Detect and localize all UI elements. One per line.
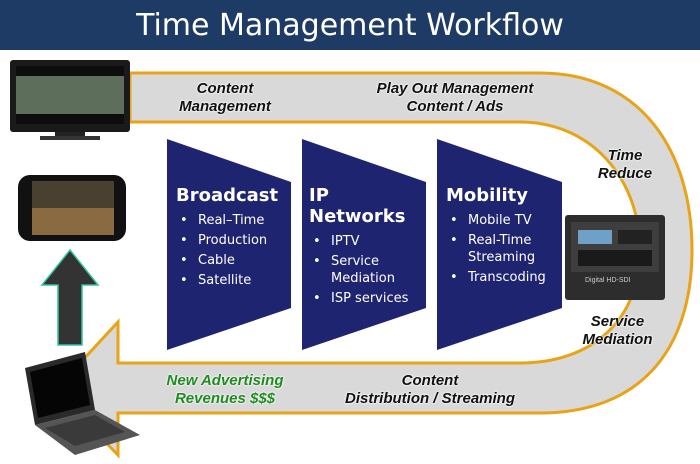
- list-item: Transcoding: [450, 269, 561, 286]
- list-item: Real-Time Streaming: [450, 232, 548, 266]
- label-line: Play Out Management: [376, 80, 534, 97]
- list-item: Service Mediation: [313, 253, 401, 287]
- label-line: Distribution / Streaming: [344, 390, 515, 407]
- label-line: Management: [179, 98, 271, 115]
- encoder-device-icon: [565, 215, 665, 300]
- panel-heading: Broadcast: [176, 185, 279, 206]
- label-line: Content: [401, 372, 459, 389]
- label-line: Content: [196, 80, 254, 97]
- list-item: IPTV: [313, 233, 424, 250]
- label-revenues: New Advertising Revenues $$$: [145, 372, 305, 408]
- list-item: Satellite: [180, 272, 291, 289]
- label-play-out: Play Out Management Content / Ads: [355, 80, 555, 116]
- page-title: Time Management Workflow: [0, 0, 700, 50]
- list-item: Cable: [180, 252, 291, 269]
- tv-icon: [10, 60, 130, 140]
- label-line: Content / Ads: [406, 98, 504, 115]
- label-line: Time: [607, 147, 643, 164]
- up-arrow-icon: [40, 248, 100, 346]
- panel-broadcast: Broadcast Real–Time Production Cable Sat…: [176, 185, 291, 292]
- panel-heading: IP Networks: [309, 185, 406, 227]
- panel-list: Real–Time Production Cable Satellite: [176, 212, 291, 289]
- smartphone-icon: [18, 175, 126, 241]
- device-label: Digital HD-SDI: [585, 277, 631, 284]
- label-content-management: Content Management: [170, 80, 280, 116]
- label-time-reduce: Time Reduce: [590, 147, 660, 183]
- label-line: Revenues $$$: [174, 390, 276, 407]
- laptop-icon: [25, 352, 140, 455]
- list-item: Real–Time: [180, 212, 291, 229]
- panel-list: Mobile TV Real-Time Streaming Transcodin…: [446, 212, 561, 286]
- panel-mobility: Mobility Mobile TV Real-Time Streaming T…: [446, 185, 561, 289]
- label-line: Mediation: [582, 331, 653, 348]
- list-item: Production: [180, 232, 291, 249]
- label-line: Reduce: [597, 165, 653, 182]
- label-line: New Advertising: [166, 372, 284, 389]
- list-item: ISP services: [313, 290, 424, 307]
- workflow-band-arrow: [52, 71, 694, 459]
- label-service-mediation: Service Mediation: [570, 313, 665, 349]
- panel-ip-networks: IP Networks IPTV Service Mediation ISP s…: [309, 185, 424, 310]
- label-distribution: Content Distribution / Streaming: [320, 372, 540, 408]
- panel-list: IPTV Service Mediation ISP services: [309, 233, 424, 307]
- label-line: Service: [590, 313, 645, 330]
- list-item: Mobile TV: [450, 212, 561, 229]
- panel-heading: Mobility: [446, 185, 529, 206]
